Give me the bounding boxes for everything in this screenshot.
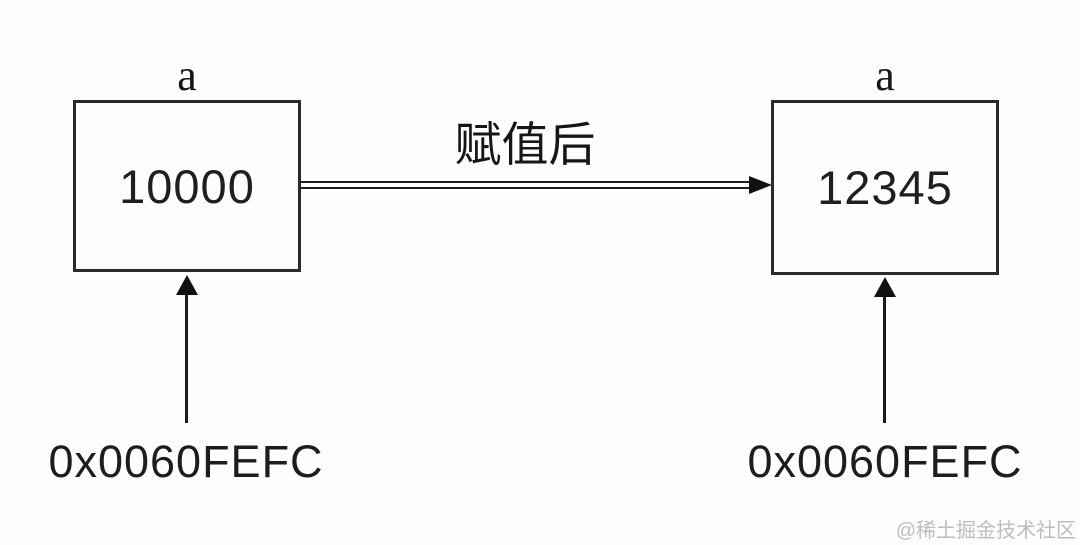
memory-address-right: 0x0060FEFC <box>747 436 1023 487</box>
address-arrow-head-left-icon <box>176 275 198 295</box>
watermark-text: @稀土掘金技术社区 <box>895 520 1076 542</box>
assignment-arrow-label: 赋值后 <box>454 118 596 171</box>
memory-box-left: 10000 <box>73 100 301 272</box>
variable-label-left: a <box>177 51 197 100</box>
assignment-arrow-head-icon <box>749 176 772 194</box>
memory-address-left: 0x0060FEFC <box>48 436 324 487</box>
variable-label-right: a <box>875 51 895 100</box>
memory-box-right: 12345 <box>771 100 999 275</box>
address-arrow-shaft-right <box>883 294 886 423</box>
assignment-arrow-shaft <box>300 181 752 189</box>
address-arrow-head-right-icon <box>874 277 896 297</box>
memory-value-left: 10000 <box>119 159 255 213</box>
memory-value-right: 12345 <box>817 161 953 214</box>
address-arrow-shaft-left <box>185 292 188 423</box>
